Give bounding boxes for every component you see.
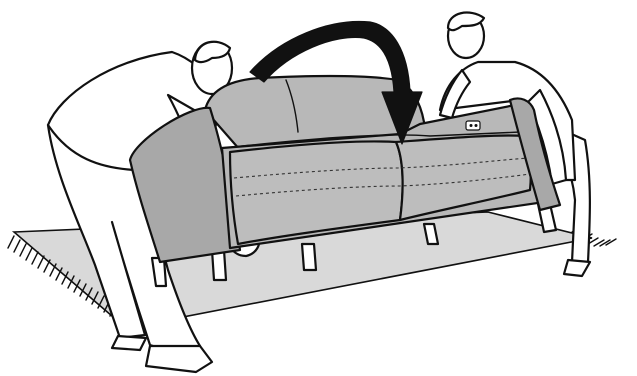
control-button-icon: [466, 121, 480, 130]
control-button: [466, 121, 480, 130]
control-button-dot-1: [470, 124, 473, 127]
control-button-dot-2: [475, 124, 478, 127]
person-right-shoe: [564, 260, 590, 276]
person-left-shoe-back: [112, 336, 146, 350]
person-left-shoe-front: [146, 346, 212, 372]
sofa-leg-3: [302, 244, 316, 270]
